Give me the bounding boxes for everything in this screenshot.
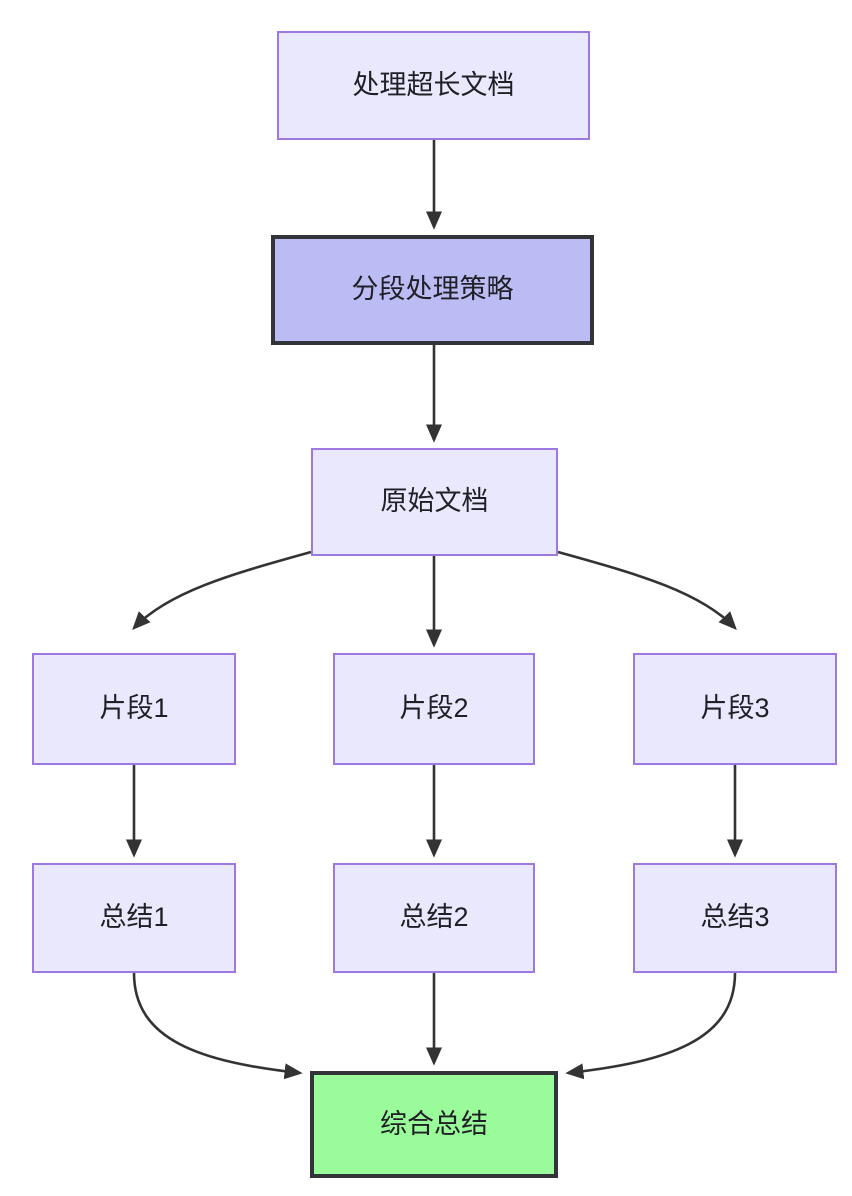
node-label-summary2: 总结2 bbox=[399, 902, 469, 933]
node-label-summary1: 总结1 bbox=[99, 902, 169, 933]
node-summary1[interactable]: 总结1 bbox=[32, 863, 236, 973]
node-label-start: 处理超长文档 bbox=[352, 69, 515, 100]
edge-summary3-to-final bbox=[565, 972, 737, 1080]
node-source[interactable]: 原始文档 bbox=[311, 448, 558, 556]
node-chunk1[interactable]: 片段1 bbox=[32, 653, 236, 765]
node-strategy[interactable]: 分段处理策略 bbox=[271, 235, 594, 345]
node-label-chunk2: 片段2 bbox=[399, 693, 469, 724]
node-label-summary3: 总结3 bbox=[700, 902, 770, 933]
node-label-chunk3: 片段3 bbox=[700, 693, 770, 724]
node-start[interactable]: 处理超长文档 bbox=[277, 31, 590, 140]
node-summary3[interactable]: 总结3 bbox=[633, 863, 837, 973]
node-chunk2[interactable]: 片段2 bbox=[333, 653, 535, 765]
node-label-source: 原始文档 bbox=[380, 486, 489, 517]
node-final[interactable]: 综合总结 bbox=[310, 1071, 558, 1178]
edge-source-to-chunk3 bbox=[557, 550, 737, 630]
node-label-strategy: 分段处理策略 bbox=[351, 274, 514, 305]
edge-summary1-to-final bbox=[132, 972, 303, 1080]
node-label-final: 综合总结 bbox=[380, 1108, 488, 1139]
node-label-chunk1: 片段1 bbox=[99, 693, 169, 724]
edge-source-to-chunk1 bbox=[132, 550, 312, 630]
node-chunk3[interactable]: 片段3 bbox=[633, 653, 837, 765]
node-summary2[interactable]: 总结2 bbox=[333, 863, 535, 973]
